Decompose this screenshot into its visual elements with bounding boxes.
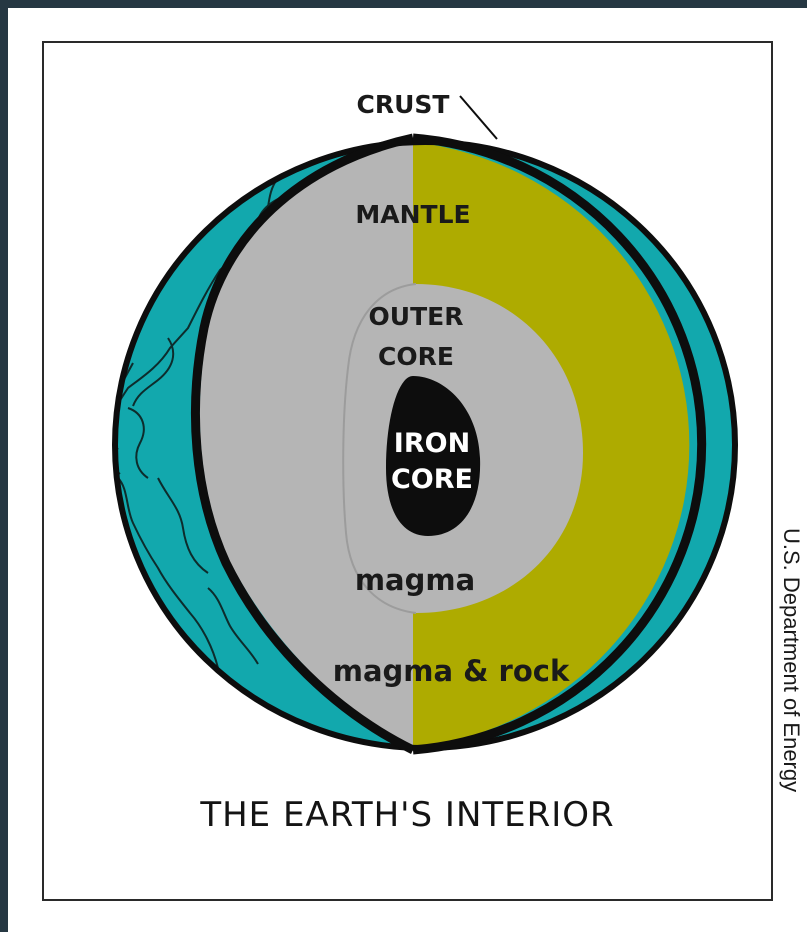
label-magma: magma bbox=[355, 563, 475, 597]
label-magma-rock: magma & rock bbox=[333, 654, 570, 688]
label-outer-core-line2: CORE bbox=[378, 342, 454, 371]
crust-pointer-line bbox=[460, 96, 497, 139]
label-iron-core-line1: IRON bbox=[394, 428, 470, 459]
credit-text: U.S. Department of Energy bbox=[778, 528, 804, 928]
label-iron-core-line2: CORE bbox=[391, 464, 473, 495]
label-mantle: MANTLE bbox=[355, 200, 470, 229]
earth-interior-diagram: CRUST MANTLE OUTER CORE IRON CORE magma … bbox=[8, 8, 807, 932]
label-outer-core-line1: OUTER bbox=[369, 302, 464, 331]
label-crust: CRUST bbox=[357, 90, 450, 119]
page-canvas: CRUST MANTLE OUTER CORE IRON CORE magma … bbox=[8, 8, 807, 932]
diagram-title: THE EARTH'S INTERIOR bbox=[8, 795, 807, 835]
